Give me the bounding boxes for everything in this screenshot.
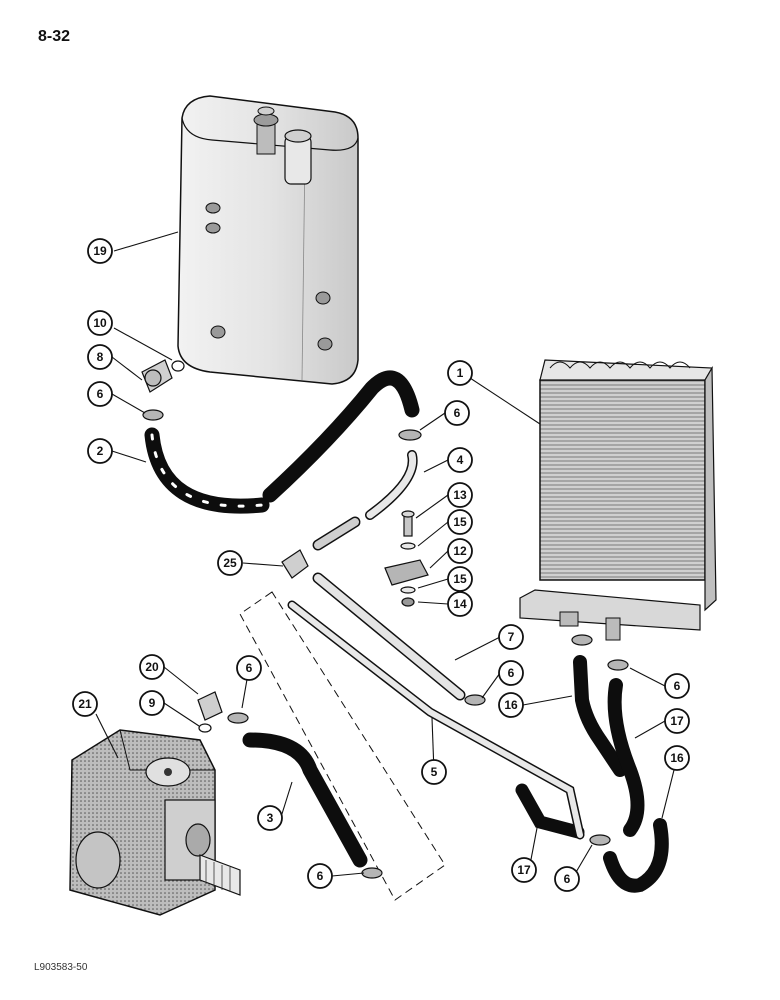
page-number: 8-32: [38, 28, 71, 45]
callout-16a-circle: [498, 692, 524, 718]
callout-14-label: 14: [453, 597, 467, 611]
callout-17a-label: 17: [670, 714, 684, 728]
callout-6e-label: 6: [246, 661, 253, 675]
metal-tubes: [287, 450, 585, 840]
callout-13-circle: [447, 482, 473, 508]
callout-17b-label: 17: [517, 863, 531, 877]
callout-12-label: 12: [453, 544, 467, 558]
group-outline: [239, 591, 446, 901]
callout-19-label: 19: [93, 244, 107, 258]
callout-25-circle: [217, 550, 243, 576]
fittings: [141, 359, 629, 879]
callout-12-circle: [447, 538, 473, 564]
callout-6d-circle: [664, 673, 690, 699]
callout-20-label: 20: [145, 660, 159, 674]
callout-1-label: 1: [457, 366, 464, 380]
callout-10-circle: [87, 310, 113, 336]
callout-15a-label: 15: [453, 515, 467, 529]
callout-3-label: 3: [267, 811, 274, 825]
callout-25-label: 25: [223, 556, 237, 570]
callout-17a-circle: [664, 708, 690, 734]
callout-9-circle: [139, 690, 165, 716]
callout-6c-circle: [498, 660, 524, 686]
callout-1-circle: [447, 360, 473, 386]
callout-labels: 19 10 8 6 2 1 6 4 13 15 12 15 14 25 7 6 …: [78, 244, 684, 886]
callout-19-circle: [87, 238, 113, 264]
callout-5-circle: [421, 759, 447, 785]
callout-6f-circle: [554, 866, 580, 892]
callout-3-circle: [257, 805, 283, 831]
hoses: [144, 370, 669, 893]
callouts: [72, 238, 690, 892]
callout-14-circle: [447, 591, 473, 617]
callout-16a-label: 16: [504, 698, 518, 712]
callout-15a-circle: [447, 509, 473, 535]
callout-6a-circle: [87, 381, 113, 407]
callout-6b-circle: [444, 400, 470, 426]
callout-15b-label: 15: [453, 572, 467, 586]
callout-7-circle: [498, 624, 524, 650]
callout-6a-label: 6: [97, 387, 104, 401]
callout-6b-label: 6: [454, 406, 461, 420]
callout-6g-label: 6: [317, 869, 324, 883]
callout-20-circle: [139, 654, 165, 680]
callout-16b-label: 16: [670, 751, 684, 765]
callout-17b-circle: [511, 857, 537, 883]
callout-10-label: 10: [93, 316, 107, 330]
callout-4-circle: [447, 447, 473, 473]
callout-4-label: 4: [457, 453, 464, 467]
callout-16b-circle: [664, 745, 690, 771]
callout-2-circle: [87, 438, 113, 464]
callout-5-label: 5: [431, 765, 438, 779]
callout-9-label: 9: [149, 696, 156, 710]
callout-6e-circle: [236, 655, 262, 681]
callout-7-label: 7: [508, 630, 515, 644]
callout-8-label: 8: [97, 350, 104, 364]
callout-6c-label: 6: [508, 666, 515, 680]
leader-lines: [95, 231, 678, 880]
callout-2-label: 2: [97, 444, 104, 458]
hydraulic-pump: [69, 729, 241, 916]
callout-21-label: 21: [78, 697, 92, 711]
callout-13-label: 13: [453, 488, 467, 502]
hydraulic-tank: [177, 95, 359, 385]
callout-6f-label: 6: [564, 872, 571, 886]
oil-cooler: [519, 359, 717, 641]
callout-8-circle: [87, 344, 113, 370]
callout-21-circle: [72, 691, 98, 717]
callout-15b-circle: [447, 566, 473, 592]
figure-code: L903583-50: [34, 962, 88, 973]
callout-6g-circle: [307, 863, 333, 889]
callout-6d-label: 6: [674, 679, 681, 693]
